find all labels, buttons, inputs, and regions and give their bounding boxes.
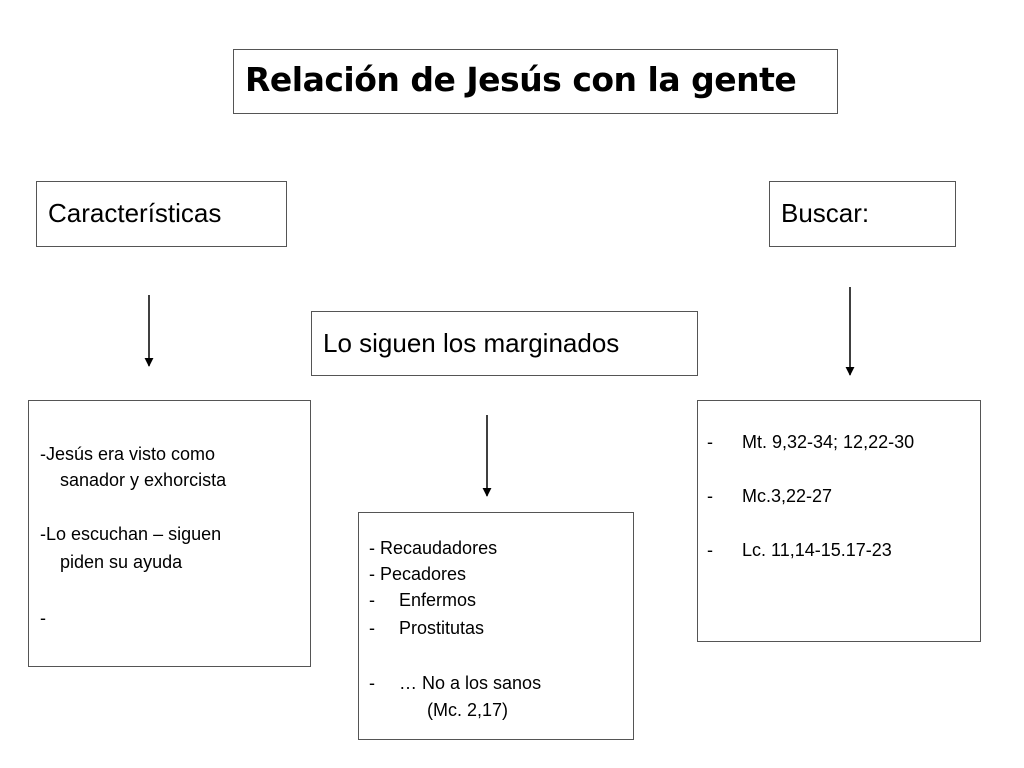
page-title: Relación de Jesús con la gente [245,60,797,99]
marginados-label: Lo siguen los marginados [323,328,620,358]
marginados-box: Lo siguen los marginados [311,311,698,376]
list-item: sanador y exhorcista [60,470,227,490]
list-dash: - [707,432,713,452]
list-item: - [40,608,46,628]
list-item: Prostitutas [399,618,485,638]
list-item: piden su ayuda [60,552,183,572]
characteristics-list-box: -Jesús era visto como sanador y exhorcis… [28,400,311,667]
list-dash: - [369,673,375,693]
list-item: … No a los sanos [399,673,542,693]
list-item: -Lo escuchan – siguen [40,524,222,544]
marginados-list-box: - Recaudadores - Pecadores - Enfermos - … [358,512,634,740]
list-item: Mc.3,22-27 [742,486,833,506]
list-dash: - [707,540,713,560]
buscar-label: Buscar: [781,198,870,228]
list-item: - Recaudadores [369,538,498,558]
list-item: Mt. 9,32-34; 12,22-30 [742,432,915,452]
buscar-box: Buscar: [769,181,956,247]
list-item: Enfermos [399,590,477,610]
list-dash: - [369,590,375,610]
list-item: Lc. 11,14-15.17-23 [742,540,892,560]
list-dash: - [707,486,713,506]
list-dash: - [369,618,375,638]
title-box: Relación de Jesús con la gente [233,49,838,114]
list-item: - Pecadores [369,564,467,584]
caracteristicas-box: Características [36,181,287,247]
references-list-box: - Mt. 9,32-34; 12,22-30 - Mc.3,22-27 - L… [697,400,981,642]
list-item: (Mc. 2,17) [427,700,509,720]
caracteristicas-label: Características [48,198,222,228]
list-item: -Jesús era visto como [40,444,216,464]
